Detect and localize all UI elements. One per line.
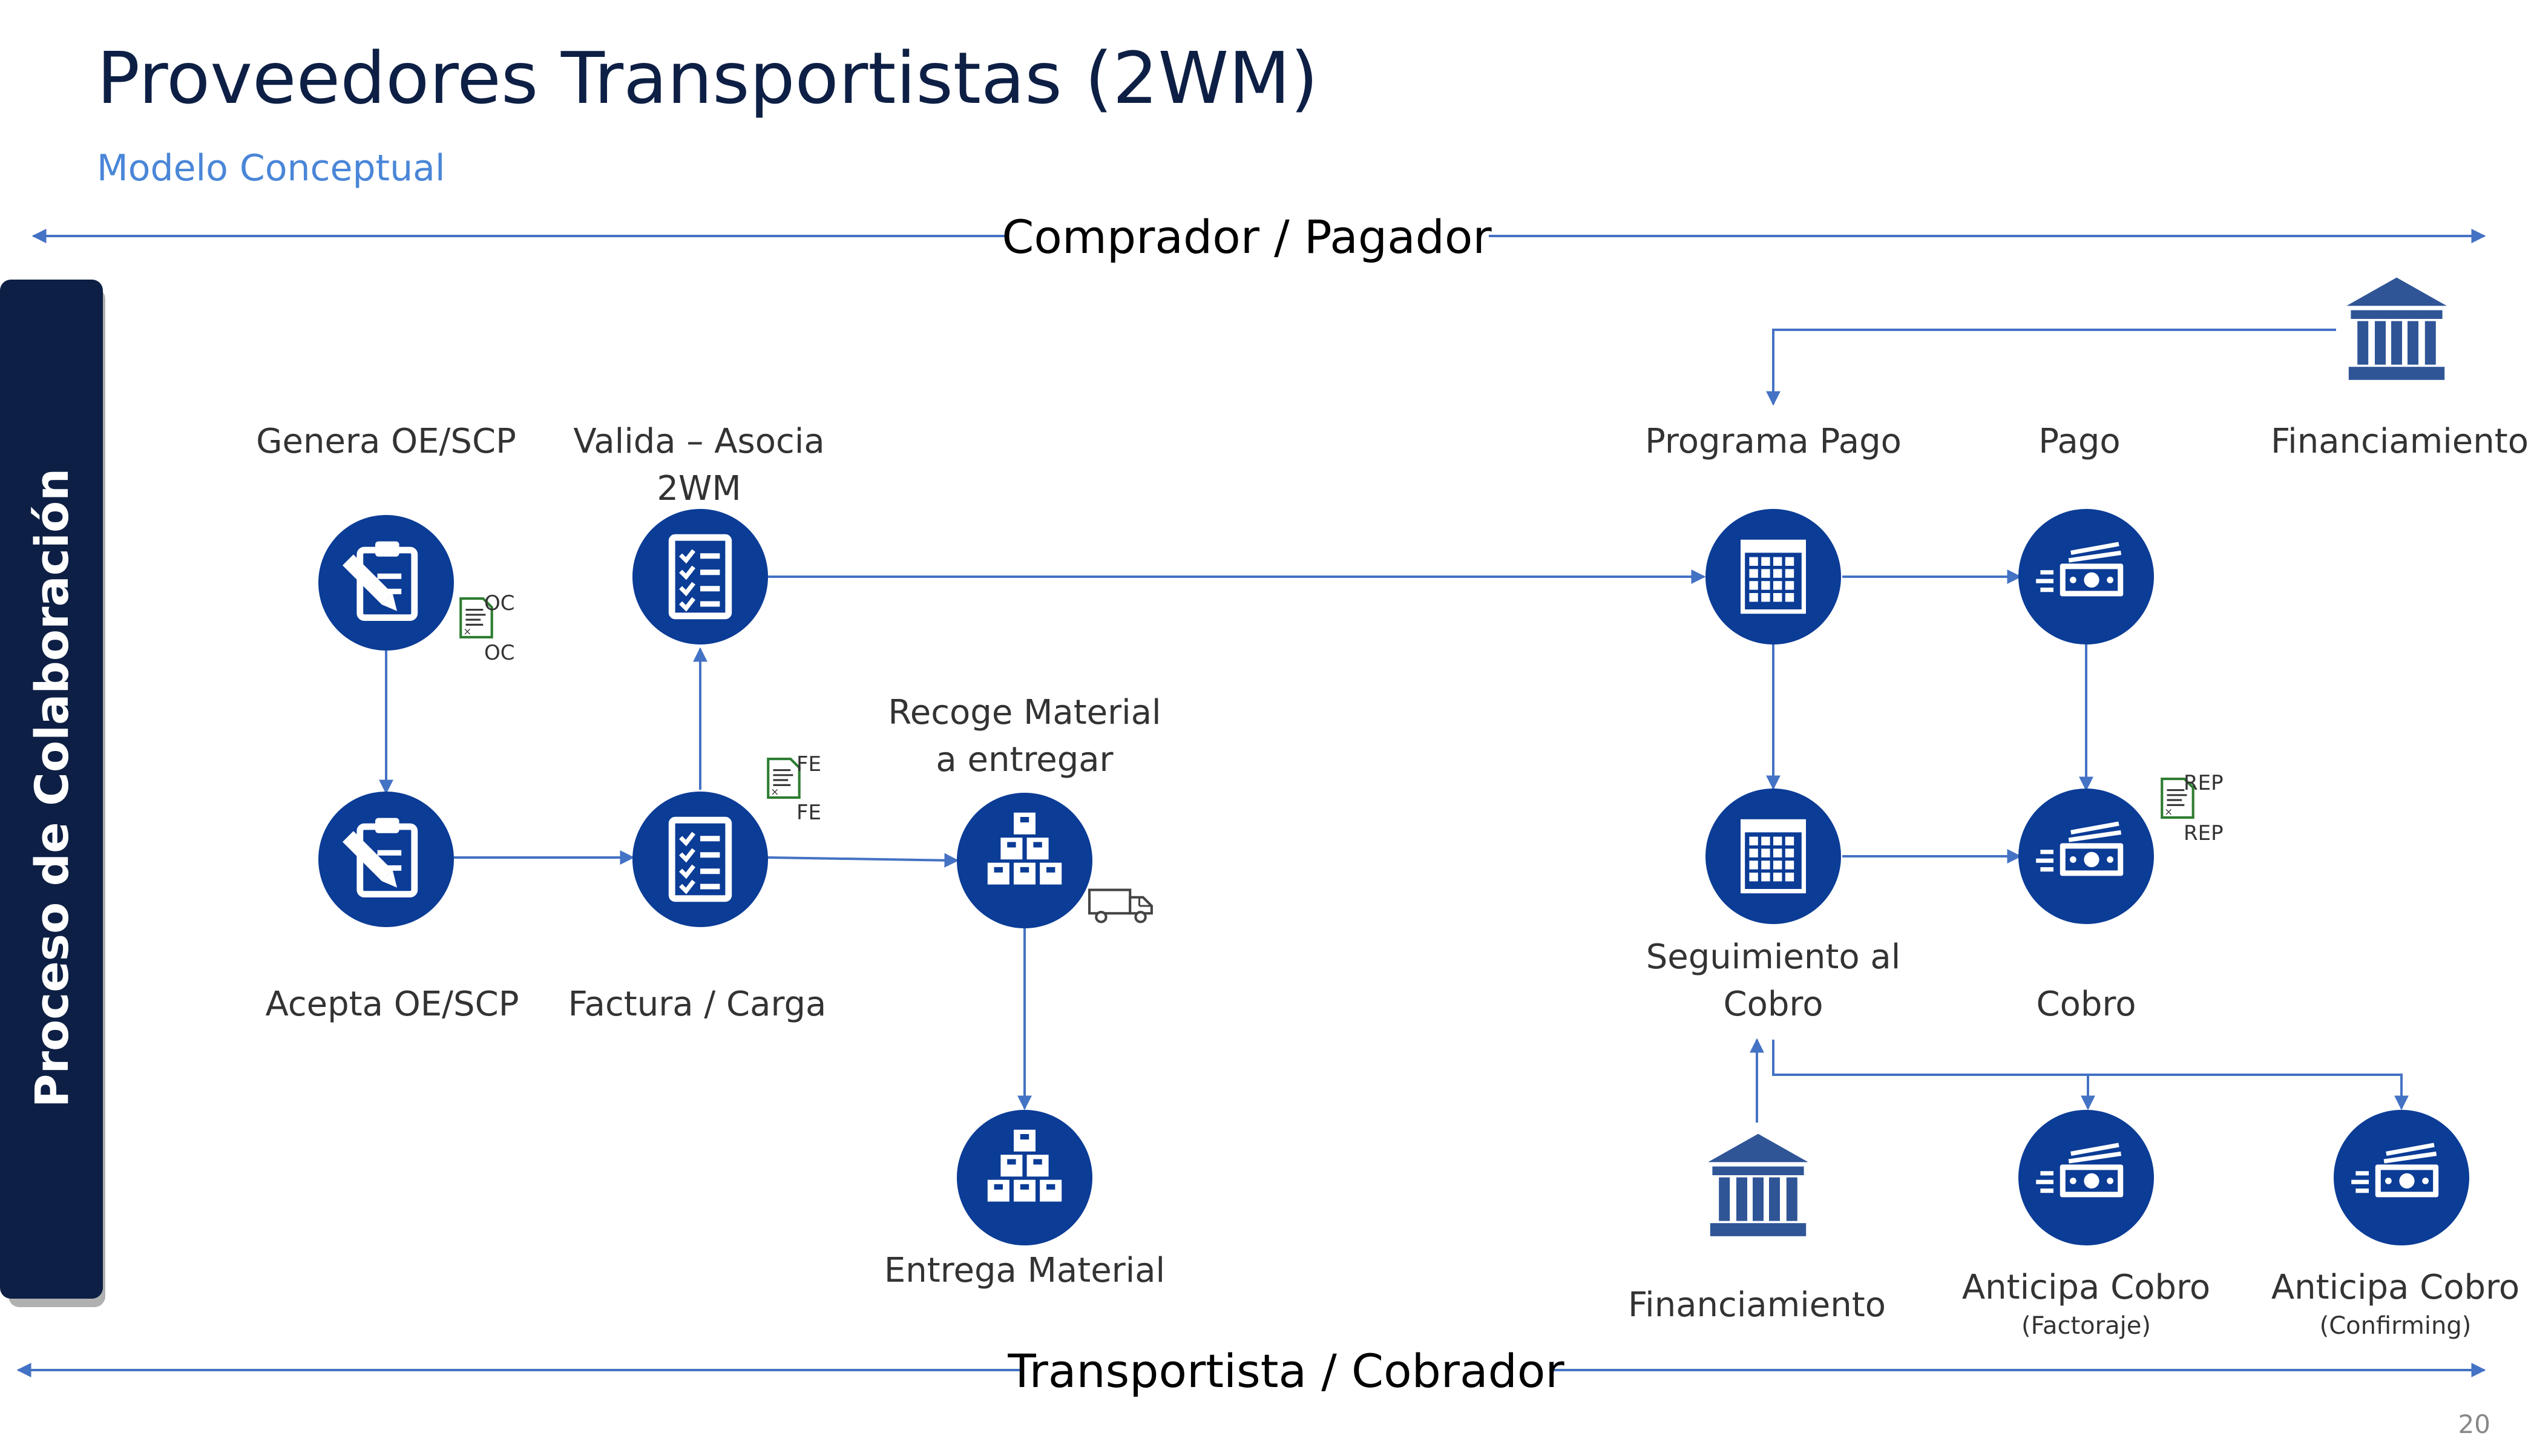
document-fe-line2: FE: [796, 801, 821, 825]
step-financiamiento-top: Financiamiento: [2271, 277, 2529, 461]
step-valida-label-line2: 2WM: [657, 469, 741, 508]
step-seguimiento-label-line2: Cobro: [1724, 985, 1823, 1024]
step-programa-label: Programa Pago: [1645, 422, 1902, 461]
step-cobro-label: Cobro: [2037, 985, 2136, 1024]
step-anticipa-factoraje: Anticipa Cobro (Factoraje): [1962, 1110, 2210, 1340]
document-rep-line1: REP: [2184, 771, 2224, 795]
calendar-icon: [1741, 819, 1806, 894]
flow-connectors: [379, 329, 2409, 1123]
step-genera-label: Genera OE/SCP: [256, 422, 516, 461]
truck-icon: [1089, 890, 1152, 922]
step-cobro: Cobro: [2018, 789, 2154, 1024]
document-fe: FE FE: [768, 752, 821, 825]
step-factura-label: Factura / Carga: [568, 985, 827, 1024]
document-oc-line1: OC: [484, 591, 515, 615]
step-seguimiento-label-line1: Seguimiento al: [1646, 937, 1901, 977]
bank-icon: [2346, 277, 2447, 380]
xml-document-icon: [768, 759, 799, 798]
step-financiamiento-bottom-label: Financiamiento: [1628, 1285, 1886, 1325]
step-entrega-circle: [957, 1110, 1092, 1245]
step-acepta-label: Acepta OE/SCP: [266, 985, 519, 1024]
step-programa-pago: Programa Pago: [1645, 422, 1902, 644]
step-valida-asocia: Valida – Asocia 2WM: [573, 422, 825, 644]
document-rep: REP REP: [2162, 771, 2224, 845]
step-entrega-label: Entrega Material: [884, 1251, 1165, 1290]
step-genera-circle: [318, 515, 454, 651]
step-anticipa-confirming-label: Anticipa Cobro: [2271, 1268, 2519, 1307]
step-financiamiento-bottom: Financiamiento: [1628, 1133, 1886, 1325]
step-financiamiento-top-label: Financiamiento: [2271, 422, 2529, 461]
step-anticipa-confirming-sublabel: (Confirming): [2320, 1312, 2472, 1340]
document-oc: OC OC: [461, 591, 515, 665]
step-pago-label: Pago: [2038, 422, 2120, 461]
step-anticipa-factoraje-sublabel: (Factoraje): [2021, 1312, 2151, 1340]
page-number: 20: [2458, 1409, 2490, 1439]
step-anticipa-factoraje-label: Anticipa Cobro: [1962, 1268, 2210, 1307]
step-factura-circle: [632, 792, 768, 927]
step-seguimiento-cobro: Seguimiento al Cobro: [1646, 789, 1901, 1024]
document-rep-line2: REP: [2184, 821, 2224, 845]
page-title: Proveedores Transportistas (2WM): [97, 36, 1318, 120]
step-acepta-circle: [318, 792, 454, 927]
document-oc-line2: OC: [484, 641, 515, 665]
step-acepta-oe-scp: Acepta OE/SCP: [266, 792, 519, 1024]
bottom-axis-label: Transportista / Cobrador: [1007, 1344, 1564, 1398]
side-banner-label: Proceso de Colaboración: [25, 468, 79, 1107]
step-recoge-material: Recoge Material a entregar: [888, 693, 1161, 928]
step-recoge-label-line1: Recoge Material: [888, 693, 1161, 732]
step-valida-label-line1: Valida – Asocia: [573, 422, 824, 461]
step-recoge-label-line2: a entregar: [936, 740, 1114, 779]
step-genera-oe-scp: Genera OE/SCP: [256, 422, 516, 651]
step-factura-carga: Factura / Carga: [568, 792, 827, 1024]
step-valida-circle: [632, 509, 768, 644]
page-subtitle: Modelo Conceptual: [97, 147, 445, 189]
step-pago: Pago: [2018, 422, 2154, 644]
side-banner: [0, 280, 103, 1299]
top-axis-label: Comprador / Pagador: [1002, 210, 1492, 264]
calendar-icon: [1741, 539, 1806, 614]
document-fe-line1: FE: [796, 752, 821, 776]
step-entrega-material: Entrega Material: [884, 1110, 1165, 1290]
step-recoge-circle: [957, 793, 1092, 928]
bank-icon: [1708, 1133, 1808, 1236]
step-anticipa-confirming: Anticipa Cobro (Confirming): [2271, 1110, 2519, 1340]
